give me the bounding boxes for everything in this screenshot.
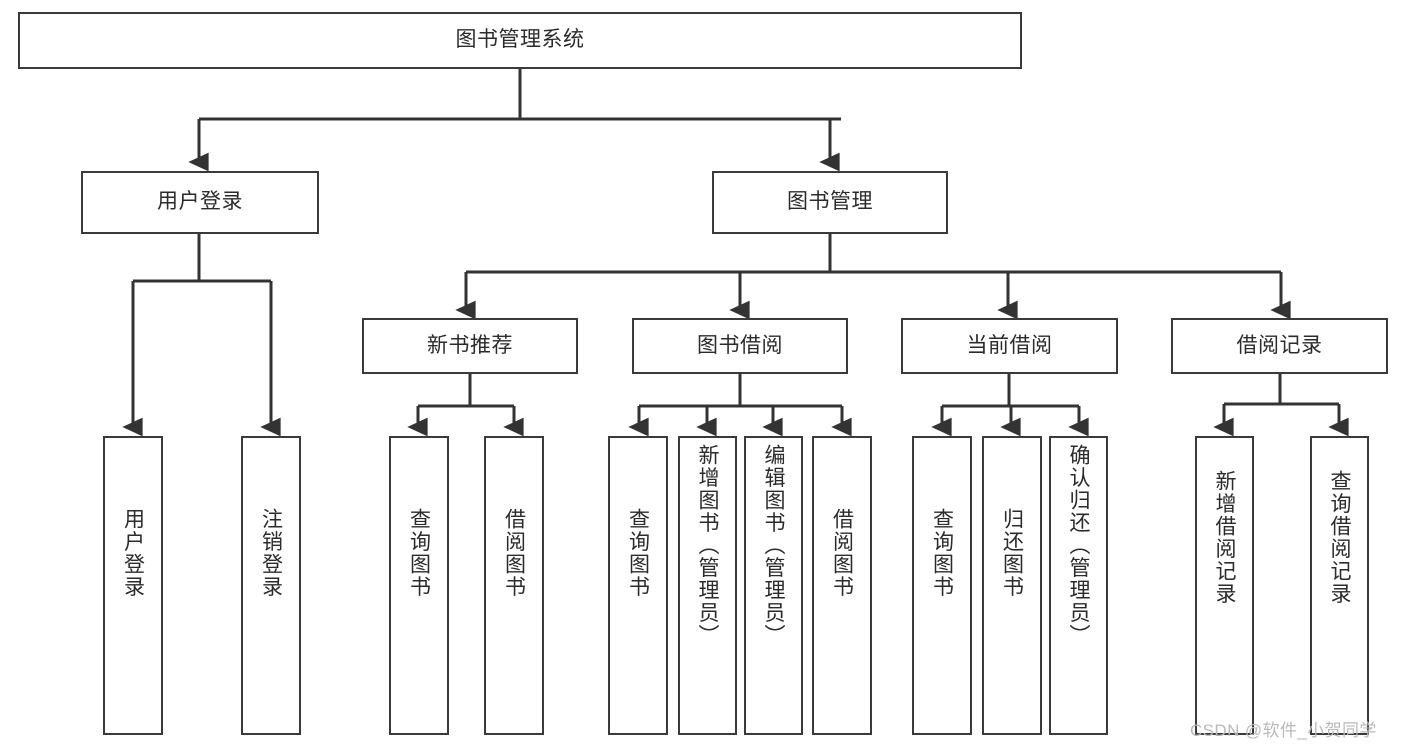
node-leaf-edit-book-label: 编辑图书（管理员） <box>762 444 785 647</box>
node-leaf-query-record[interactable]: 查询借阅记录 <box>1310 436 1369 735</box>
node-leaf-query-book-2[interactable]: 查询图书 <box>608 436 668 735</box>
node-leaf-user-login[interactable]: 用户登录 <box>103 436 163 735</box>
node-current-borrow-label: 当前借阅 <box>966 333 1053 357</box>
node-current-borrow[interactable]: 当前借阅 <box>901 318 1118 374</box>
node-leaf-add-record[interactable]: 新增借阅记录 <box>1195 436 1254 735</box>
node-new-book-recommend[interactable]: 新书推荐 <box>362 318 578 374</box>
node-root[interactable]: 图书管理系统 <box>18 12 1022 69</box>
node-leaf-borrow-book-1-label: 借阅图书 <box>502 508 526 598</box>
node-leaf-logout[interactable]: 注销登录 <box>241 436 301 735</box>
node-borrow-record-label: 借阅记录 <box>1236 333 1323 357</box>
node-leaf-add-record-label: 新增借阅记录 <box>1213 470 1236 605</box>
node-leaf-query-book-1[interactable]: 查询图书 <box>389 436 449 735</box>
node-leaf-confirm-return-label: 确认归还（管理员） <box>1067 444 1090 647</box>
node-leaf-add-book-label: 新增图书（管理员） <box>696 444 719 647</box>
node-root-label: 图书管理系统 <box>455 28 585 52</box>
node-user-login-label: 用户登录 <box>157 190 243 214</box>
node-leaf-borrow-book-2[interactable]: 借阅图书 <box>812 436 872 735</box>
node-leaf-query-book-3-label: 查询图书 <box>930 508 954 598</box>
csdn-watermark: CSDN @软件_小贺同学 <box>1190 721 1377 740</box>
node-leaf-add-book[interactable]: 新增图书（管理员） <box>678 436 737 735</box>
node-leaf-query-record-label: 查询借阅记录 <box>1328 470 1351 605</box>
node-borrow-record[interactable]: 借阅记录 <box>1171 318 1388 374</box>
node-book-manage-label: 图书管理 <box>787 190 873 214</box>
node-book-manage[interactable]: 图书管理 <box>712 171 948 234</box>
node-leaf-query-book-3[interactable]: 查询图书 <box>912 436 972 735</box>
node-book-borrow[interactable]: 图书借阅 <box>632 318 848 374</box>
node-leaf-logout-label: 注销登录 <box>259 508 283 598</box>
node-leaf-user-login-label: 用户登录 <box>121 508 145 598</box>
node-leaf-query-book-2-label: 查询图书 <box>626 508 650 598</box>
node-leaf-borrow-book-1[interactable]: 借阅图书 <box>484 436 544 735</box>
node-book-borrow-label: 图书借阅 <box>697 333 783 357</box>
node-leaf-borrow-book-2-label: 借阅图书 <box>830 508 854 598</box>
node-leaf-query-book-1-label: 查询图书 <box>407 508 431 598</box>
node-new-book-recommend-label: 新书推荐 <box>427 333 513 357</box>
node-leaf-confirm-return[interactable]: 确认归还（管理员） <box>1049 436 1108 735</box>
node-leaf-edit-book[interactable]: 编辑图书（管理员） <box>744 436 803 735</box>
node-leaf-return-book-label: 归还图书 <box>1000 508 1024 598</box>
node-user-login[interactable]: 用户登录 <box>81 171 319 234</box>
node-leaf-return-book[interactable]: 归还图书 <box>982 436 1042 735</box>
